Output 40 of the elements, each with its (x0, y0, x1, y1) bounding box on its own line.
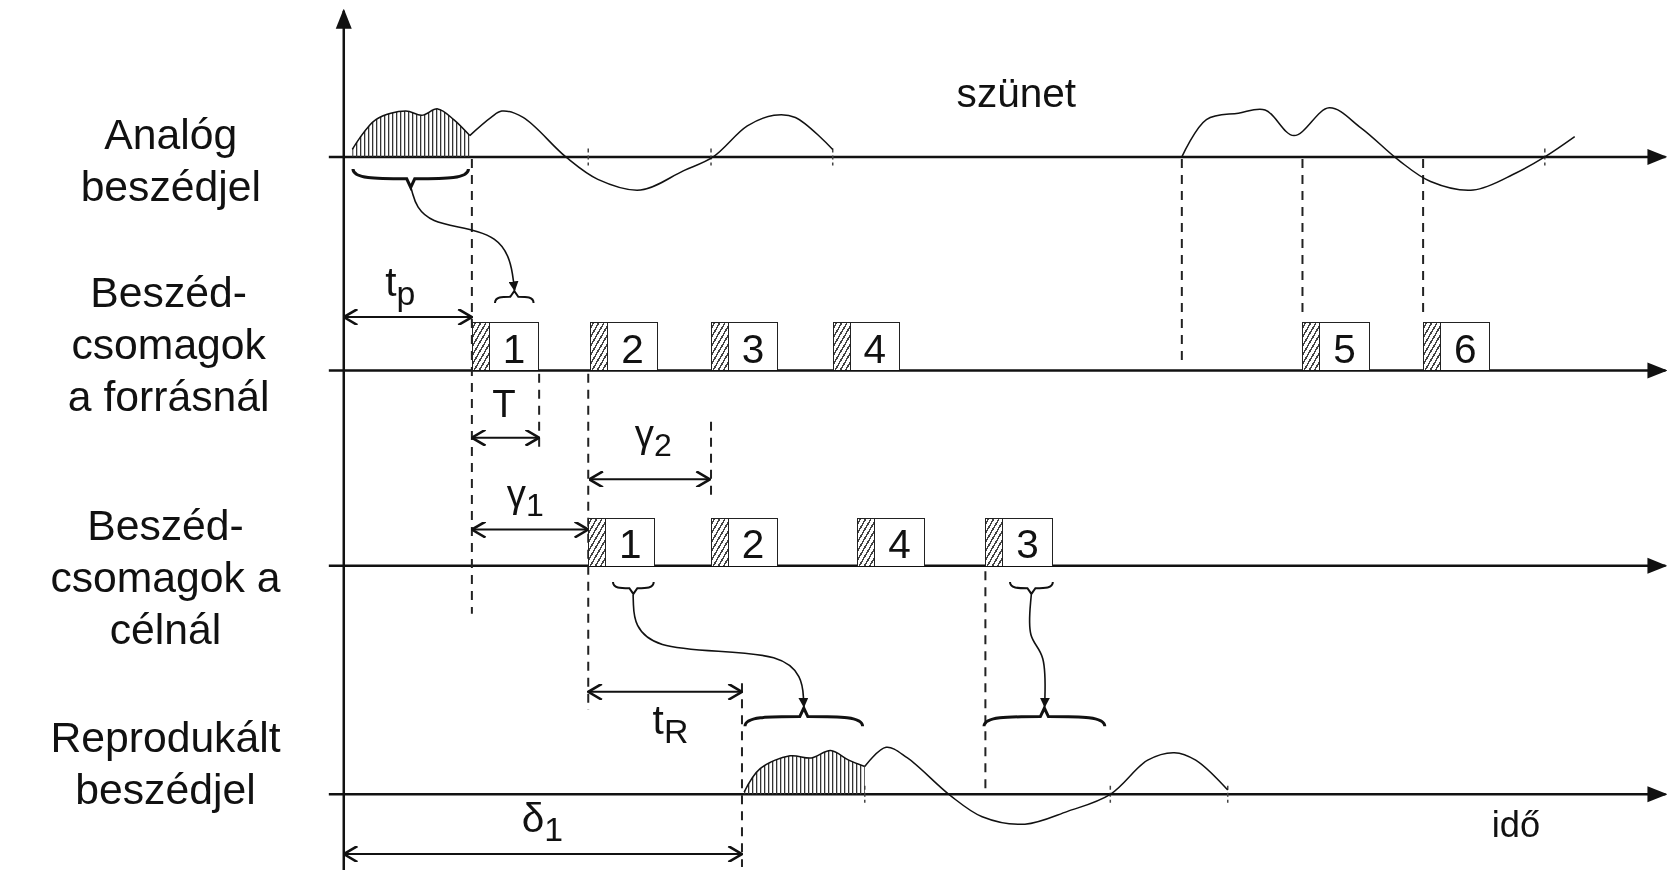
curved-arrow (410, 187, 519, 292)
curved-arrow (1028, 593, 1050, 708)
packet-number: 4 (887, 520, 912, 566)
packet-box (590, 322, 658, 371)
row-label: Analóg beszédjel (79, 109, 262, 213)
curly-brace (611, 579, 655, 595)
packet-box (857, 517, 925, 566)
packet-number: 2 (620, 324, 645, 371)
dimension-label: δ$_{1}$ (521, 793, 563, 850)
packet-number: 3 (1015, 520, 1040, 566)
packet-number: 1 (618, 520, 643, 566)
packet-number: 6 (1452, 324, 1478, 371)
curly-brace (494, 290, 535, 306)
row-label: Reprodukált beszédjel (49, 712, 282, 816)
dimension-label: γ$_{2}$ (634, 410, 672, 465)
packet-box (985, 517, 1053, 566)
packet-number: 2 (740, 520, 766, 566)
row-label: Beszéd- csomagok a forrásnál (66, 266, 271, 422)
curly-brace (352, 166, 470, 188)
packet-number: 5 (1332, 324, 1357, 371)
packet-box (588, 517, 656, 566)
curly-brace (983, 706, 1106, 729)
dimension-label: t$_{p}$ (385, 257, 416, 315)
packet-number: 3 (740, 324, 766, 371)
axis-label: idő (1491, 803, 1541, 848)
packet-box (471, 322, 540, 371)
packet-number: 1 (501, 324, 527, 371)
dimension-label: t$_{R}$ (652, 695, 689, 752)
curly-brace (1008, 579, 1054, 595)
dimension-label: T (492, 380, 516, 427)
curved-arrow (632, 593, 809, 708)
curly-brace (744, 706, 864, 729)
packet-box (1423, 322, 1491, 371)
packet-box (711, 322, 779, 371)
packet-number: 4 (862, 324, 888, 371)
packet-box (1302, 322, 1370, 371)
row-label: Beszéd- csomagok a célnál (49, 499, 282, 655)
packet-box (832, 322, 900, 371)
packet-box (711, 517, 779, 566)
dimension-label: γ$_{1}$ (506, 470, 544, 525)
